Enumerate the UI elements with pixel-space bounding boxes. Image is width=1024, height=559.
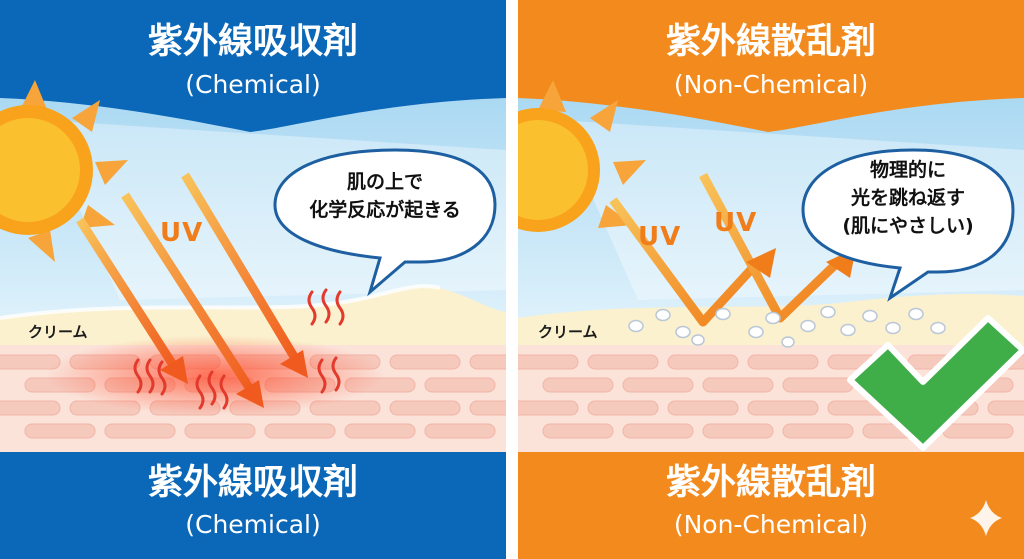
cream-label: クリーム <box>538 323 598 341</box>
bubble-line-2: 化学反応が起きる <box>309 199 461 221</box>
speech-bubble <box>273 148 497 297</box>
header-band <box>0 0 506 132</box>
sparkle-icon <box>970 500 1002 536</box>
panel-chemical: 紫外線吸収剤 (Chemical) UV クリーム 肌の上で 化学反応が起きる … <box>0 0 506 559</box>
header-band <box>518 0 1024 132</box>
uv-label-2: UV <box>714 208 758 238</box>
speech-bubble <box>801 148 1015 302</box>
uv-arrows <box>76 172 308 408</box>
panel-divider <box>506 0 518 559</box>
panel-non-chemical: 紫外線散乱剤 (Non-Chemical) UV UV クリーム 物理的に 光を… <box>518 0 1024 559</box>
sun-icon <box>0 80 128 262</box>
heat-wave-icon <box>133 288 345 410</box>
cream-label: クリーム <box>28 323 88 341</box>
uv-label: UV <box>160 218 204 248</box>
footer-subtitle: (Non-Chemical) <box>673 510 869 539</box>
uv-label-1: UV <box>638 222 682 252</box>
reaction-glow <box>45 335 385 415</box>
checkmark-icon <box>847 315 1024 451</box>
footer-band <box>0 452 506 559</box>
scatter-particles <box>628 305 946 348</box>
footer-band <box>518 452 1024 559</box>
header-title: 紫外線散乱剤 <box>665 22 876 62</box>
footer-title: 紫外線散乱剤 <box>665 463 876 503</box>
bubble-text: 物理的に 光を跳ね返す (肌にやさしい) <box>808 156 1008 240</box>
non-chemical-scene <box>518 0 1024 559</box>
header-subtitle: (Non-Chemical) <box>673 70 869 99</box>
bubble-line-1: 肌の上で <box>346 171 423 193</box>
header-title: 紫外線吸収剤 <box>147 22 358 62</box>
bubble-line-2: 光を跳ね返す <box>850 187 965 209</box>
footer-title: 紫外線吸収剤 <box>147 463 358 503</box>
bubble-text: 肌の上で 化学反応が起きる <box>280 168 490 224</box>
chemical-scene <box>0 0 506 559</box>
bubble-line-1: 物理的に <box>869 159 946 181</box>
bubble-line-3: (肌にやさしい) <box>842 215 974 237</box>
header-subtitle: (Chemical) <box>185 70 321 99</box>
footer-subtitle: (Chemical) <box>185 510 321 539</box>
